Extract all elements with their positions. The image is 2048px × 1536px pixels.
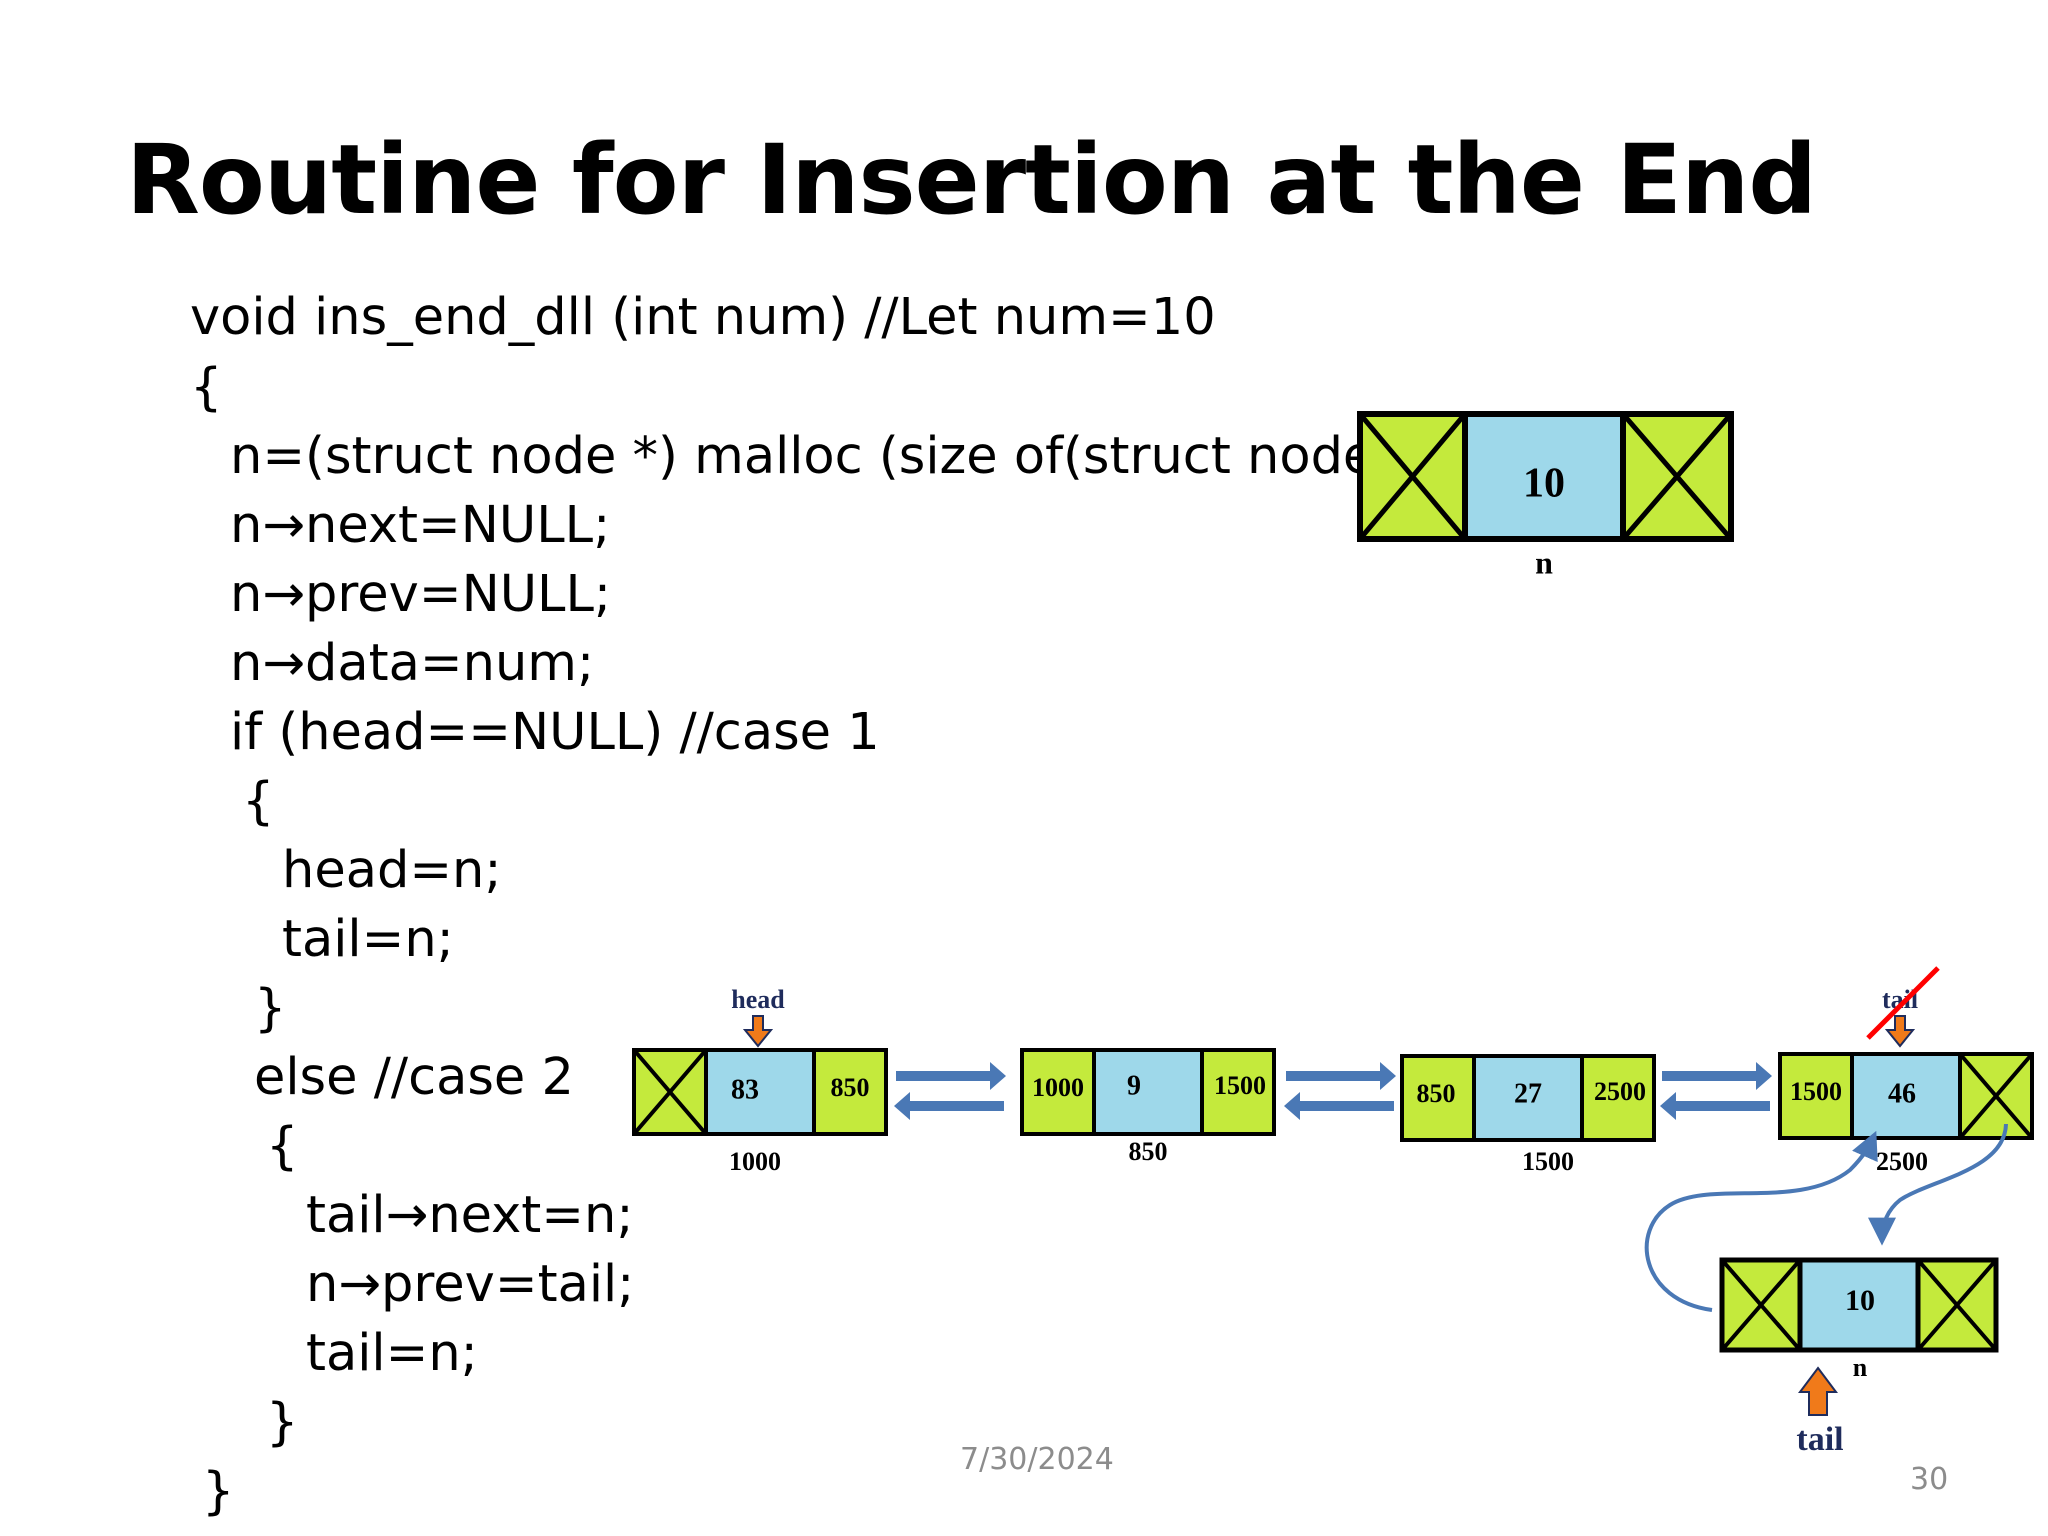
node-next: 2500: [1594, 1077, 1646, 1106]
code-line: {: [242, 772, 275, 831]
slide-title: Routine for Insertion at the End: [126, 124, 1817, 236]
forward-link-arrow: [1662, 1062, 1772, 1090]
node-address: 850: [1129, 1137, 1168, 1166]
next-pointer-cell: [1580, 1054, 1656, 1142]
code-line: else //case 2: [254, 1048, 574, 1107]
code-line: {: [266, 1117, 299, 1176]
node-label: n: [1853, 1353, 1868, 1382]
code-line: n→next=NULL;: [230, 496, 611, 555]
code-line: n→prev=tail;: [306, 1255, 635, 1314]
null-cross-icon: [1958, 1052, 2034, 1140]
null-cross-icon: [1621, 412, 1733, 541]
node-next: 850: [831, 1073, 870, 1102]
code-line: if (head==NULL) //case 1: [230, 703, 880, 762]
node-data: 27: [1514, 1078, 1542, 1109]
new-tail-pointer-arrow-icon: [1798, 1366, 1838, 1416]
node-data: 9: [1127, 1070, 1141, 1101]
data-cell: [704, 1048, 816, 1136]
node-prev: 1500: [1790, 1077, 1842, 1106]
old-tail-label: tail: [1882, 985, 1918, 1014]
data-cell: [1462, 411, 1626, 542]
prev-pointer-cell: [1020, 1048, 1096, 1136]
next-link-curve-arrow: [1868, 1123, 2008, 1246]
page-number: 30: [1910, 1462, 1949, 1497]
list-node: 1500 46 2500: [1778, 1052, 2034, 1176]
backward-link-arrow: [894, 1092, 1004, 1120]
forward-link-arrow: [1286, 1062, 1396, 1090]
new-node-bottom: 10 n: [1719, 1257, 1999, 1382]
new-tail-label: tail: [1796, 1421, 1843, 1458]
code-line: {: [190, 358, 223, 417]
node-next: 1500: [1214, 1071, 1266, 1100]
list-node: 83 850 1000: [632, 1048, 888, 1176]
list-node: 850 27 2500 1500: [1400, 1054, 1656, 1176]
code-line: void ins_end_dll (int num) //Let num=10: [190, 288, 1216, 347]
forward-link-arrow: [896, 1062, 1006, 1090]
node-address: 1500: [1522, 1147, 1574, 1176]
node-data: 83: [731, 1074, 759, 1105]
code-line: tail=n;: [306, 1324, 478, 1383]
node-data: 10: [1845, 1284, 1875, 1317]
node-address: 2500: [1876, 1147, 1928, 1176]
code-line: }: [202, 1462, 235, 1521]
code-line: tail→next=n;: [306, 1186, 634, 1245]
null-cross-icon: [632, 1048, 708, 1136]
new-node-top: 10 n: [1357, 411, 1734, 580]
strike-through-icon: [1866, 966, 1940, 1040]
null-cross-icon: [1916, 1258, 1998, 1352]
data-cell: [1472, 1054, 1584, 1142]
code-line: }: [266, 1393, 299, 1452]
code-line: tail=n;: [282, 910, 454, 969]
backward-link-arrow: [1284, 1092, 1394, 1120]
node-label: n: [1535, 544, 1553, 580]
node-address: 1000: [729, 1147, 781, 1176]
code-line: }: [254, 979, 287, 1038]
node-data: 10: [1523, 461, 1565, 507]
data-cell: [1092, 1048, 1204, 1136]
prev-link-curve-arrow: [1644, 1130, 1878, 1312]
link-arrows: [894, 1062, 1772, 1120]
null-cross-icon: [1358, 412, 1467, 541]
node-data: 46: [1888, 1078, 1916, 1109]
footer-date: 7/30/2024: [960, 1442, 1114, 1477]
next-pointer-cell: [812, 1048, 888, 1136]
backward-link-arrow: [1660, 1092, 1770, 1120]
next-pointer-cell: [1200, 1048, 1276, 1136]
head-label: head: [731, 985, 785, 1014]
prev-pointer-cell: [1778, 1052, 1854, 1140]
code-line: n→data=num;: [230, 634, 595, 693]
null-cross-icon: [1720, 1258, 1802, 1352]
list-node: 1000 9 1500 850: [1020, 1048, 1276, 1166]
code-line: head=n;: [282, 841, 502, 900]
node-prev: 850: [1417, 1079, 1456, 1108]
node-prev: 1000: [1032, 1073, 1084, 1102]
head-pointer-arrow-icon: [742, 1015, 774, 1048]
code-line: n→prev=NULL;: [230, 565, 612, 624]
old-tail-pointer-arrow-icon: [1884, 1015, 1916, 1048]
